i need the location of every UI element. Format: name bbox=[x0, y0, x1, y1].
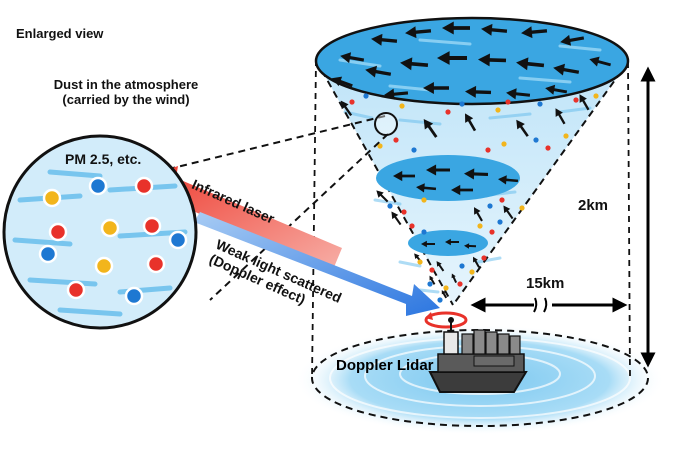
dust-particle bbox=[126, 288, 142, 304]
dust-particle bbox=[40, 246, 56, 262]
dust-particle bbox=[136, 178, 152, 194]
pm-label: PM 2.5, etc. bbox=[65, 151, 141, 167]
rotation-icon bbox=[425, 312, 466, 327]
particle-dot bbox=[387, 203, 392, 208]
dust-particle bbox=[50, 224, 66, 240]
particle-dot bbox=[421, 197, 426, 202]
particle-dot bbox=[409, 223, 414, 228]
dust-particle bbox=[96, 258, 112, 274]
particle-dot bbox=[563, 133, 568, 138]
particle-dot bbox=[485, 147, 490, 152]
particle-dot bbox=[533, 137, 538, 142]
doppler-lidar-label: Doppler Lidar bbox=[336, 357, 434, 374]
dust-particle bbox=[102, 220, 118, 236]
particle-dot bbox=[459, 263, 464, 268]
particle-dot bbox=[499, 197, 504, 202]
particle-dot bbox=[477, 223, 482, 228]
particle-dot bbox=[497, 219, 502, 224]
particle-dot bbox=[489, 229, 494, 234]
dust-particle bbox=[90, 178, 106, 194]
particle-dot bbox=[537, 101, 542, 106]
dust-particle bbox=[44, 190, 60, 206]
particle-dot bbox=[481, 255, 486, 260]
particle-dot bbox=[417, 259, 422, 264]
height-label: 2km bbox=[578, 197, 608, 214]
enlarged-view-label: Enlarged view bbox=[16, 27, 103, 42]
particle-dot bbox=[429, 267, 434, 272]
particle-dot bbox=[593, 93, 598, 98]
particle-dot bbox=[459, 101, 464, 106]
particle-dot bbox=[505, 99, 510, 104]
particle-dot bbox=[401, 209, 406, 214]
dust-particle bbox=[68, 282, 84, 298]
dust-particle bbox=[144, 218, 160, 234]
dust-particle bbox=[170, 232, 186, 248]
particle-dot bbox=[427, 281, 432, 286]
sample-circle bbox=[375, 113, 397, 135]
particle-dot bbox=[363, 93, 368, 98]
dust-particle bbox=[148, 256, 164, 272]
particle-dot bbox=[399, 103, 404, 108]
particle-dot bbox=[501, 141, 506, 146]
particle-dot bbox=[545, 145, 550, 150]
particle-dot bbox=[519, 205, 524, 210]
particle-dot bbox=[457, 281, 462, 286]
range-label: 15km bbox=[526, 275, 564, 292]
particle-dot bbox=[393, 137, 398, 142]
particle-dot bbox=[411, 147, 416, 152]
dust-label: Dust in the atmosphere (carried by the w… bbox=[26, 78, 226, 108]
particle-dot bbox=[469, 269, 474, 274]
particle-dot bbox=[349, 99, 354, 104]
particle-dot bbox=[573, 97, 578, 102]
particle-dot bbox=[443, 285, 448, 290]
particle-dot bbox=[495, 107, 500, 112]
dust-label-line1: Dust in the atmosphere bbox=[26, 78, 226, 93]
range-break-mark bbox=[534, 298, 546, 312]
particle-dot bbox=[421, 229, 426, 234]
dashed-right-edge bbox=[628, 62, 630, 378]
particle-dot bbox=[437, 297, 442, 302]
dashed-left-edge bbox=[312, 60, 316, 378]
particle-dot bbox=[487, 203, 492, 208]
particle-dot bbox=[445, 109, 450, 114]
dust-label-line2: (carried by the wind) bbox=[26, 93, 226, 108]
